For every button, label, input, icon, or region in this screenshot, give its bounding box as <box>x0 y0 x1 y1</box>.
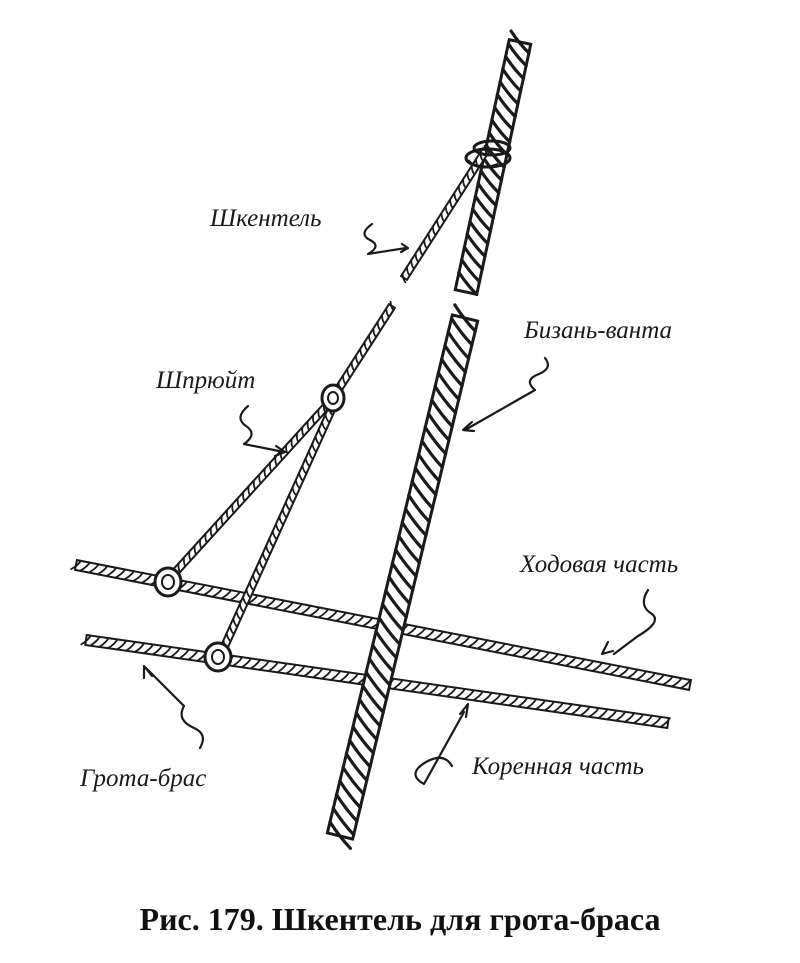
label-shkentel: Шкентель <box>209 205 321 232</box>
eye-lower-brace <box>203 641 233 673</box>
pointer-grota-bras <box>144 666 205 750</box>
ropes-layer <box>70 29 693 850</box>
rope-bizan-vanta-upper <box>453 29 533 297</box>
pointer-shkentel <box>363 222 408 256</box>
rope-shpryuit-leg-left <box>165 396 335 582</box>
label-shpryuit: Шпрюйт <box>155 367 255 394</box>
pointer-khodovaya <box>612 588 656 656</box>
knot-upper-seizing <box>464 139 512 169</box>
label-korennaya: Коренная часть <box>471 753 644 780</box>
pointer-shpryuit <box>239 404 286 454</box>
pointer-bizan <box>463 356 549 432</box>
label-khodovaya: Ходовая часть <box>519 551 678 578</box>
pointer-korennaya <box>414 710 466 786</box>
pointer-arrows <box>142 222 656 786</box>
label-bizan-vanta: Бизань-ванта <box>523 317 672 344</box>
rope-bizan-vanta-lower <box>325 303 480 850</box>
rope-shkentel-lower <box>329 300 397 400</box>
knot-shpryuit-top <box>320 383 346 413</box>
eye-upper-brace <box>153 566 183 598</box>
label-grota-bras: Грота-брас <box>79 765 206 792</box>
figure-caption: Рис. 179. Шкентель для грота-браса <box>140 901 661 937</box>
